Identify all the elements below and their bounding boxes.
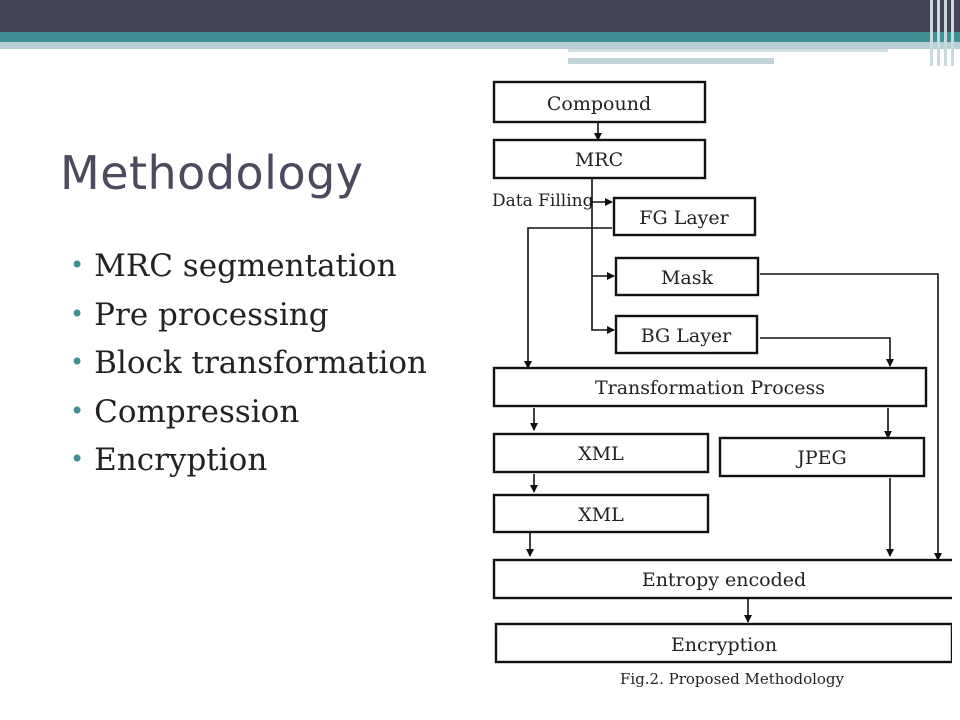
- bullet-text: MRC segmentation: [94, 248, 397, 284]
- arrow-bg-layer-to-transformation: [760, 337, 894, 367]
- slide-title: Methodology: [60, 146, 364, 200]
- figure-caption: Fig.2. Proposed Methodology: [620, 670, 845, 688]
- arrow-mask-to-entropy: [760, 273, 942, 561]
- corner-decoration: [926, 0, 960, 66]
- node-label: JPEG: [795, 447, 846, 469]
- bullet-text: Encryption: [94, 442, 268, 478]
- node-label: Entropy encoded: [642, 569, 806, 591]
- node-label: XML: [578, 443, 624, 465]
- data-filling-label: Data Filling: [492, 191, 594, 211]
- bullet-text: Compression: [94, 393, 300, 430]
- node-label: Mask: [661, 267, 714, 289]
- node-jpeg: JPEG: [718, 436, 926, 478]
- bullet-icon: •: [70, 251, 85, 279]
- bullet-text: Block transformation: [94, 345, 427, 381]
- node-encryption: Encryption: [494, 622, 952, 664]
- header-accent-band: [0, 32, 960, 42]
- header-light-band: [0, 42, 960, 49]
- bullet-icon: •: [70, 396, 85, 425]
- node-entropy-encoded: Entropy encoded: [492, 558, 952, 600]
- bullet-item: • MRC segmentation: [70, 242, 427, 291]
- node-transformation: Transformation Process: [492, 366, 928, 408]
- node-label: BG Layer: [641, 325, 732, 347]
- bullet-text: Pre processing: [94, 296, 329, 333]
- node-fg-layer: FG Layer: [612, 196, 757, 237]
- flow-connectors: [524, 122, 942, 623]
- bullet-icon: •: [70, 348, 85, 376]
- node-mask: Mask: [614, 256, 760, 297]
- node-label: XML: [578, 504, 624, 526]
- bullet-item: • Block transformation: [70, 339, 427, 388]
- node-compound: Compound: [492, 80, 707, 124]
- bullet-list: • MRC segmentation • Pre processing • Block…: [70, 242, 427, 485]
- methodology-flow-diagram: Compound MRC Data Filling FG Layer Mask …: [492, 80, 952, 688]
- node-label: Compound: [547, 93, 651, 115]
- bullet-icon: •: [70, 445, 85, 473]
- node-label: Transformation Process: [595, 377, 825, 399]
- arrow-mrc-to-bg-layer: [591, 178, 615, 334]
- bullet-item: • Pre processing: [70, 291, 427, 340]
- bullet-item: • Encryption: [70, 436, 427, 485]
- node-xml: XML: [492, 432, 710, 474]
- node-mrc: MRC: [492, 138, 707, 180]
- node-label: FG Layer: [639, 207, 729, 229]
- node-label: MRC: [575, 149, 623, 171]
- node-bg-layer: BG Layer: [614, 314, 759, 355]
- arrow-fg-layer-to-transformation: [524, 227, 612, 369]
- header-accent-line: [568, 49, 888, 52]
- node-xml: XML: [492, 493, 710, 534]
- bullet-item: • Compression: [70, 388, 427, 437]
- header-accent-line: [568, 58, 774, 64]
- node-label: Encryption: [671, 634, 777, 656]
- header-bar: [0, 0, 960, 32]
- bullet-icon: •: [70, 299, 85, 328]
